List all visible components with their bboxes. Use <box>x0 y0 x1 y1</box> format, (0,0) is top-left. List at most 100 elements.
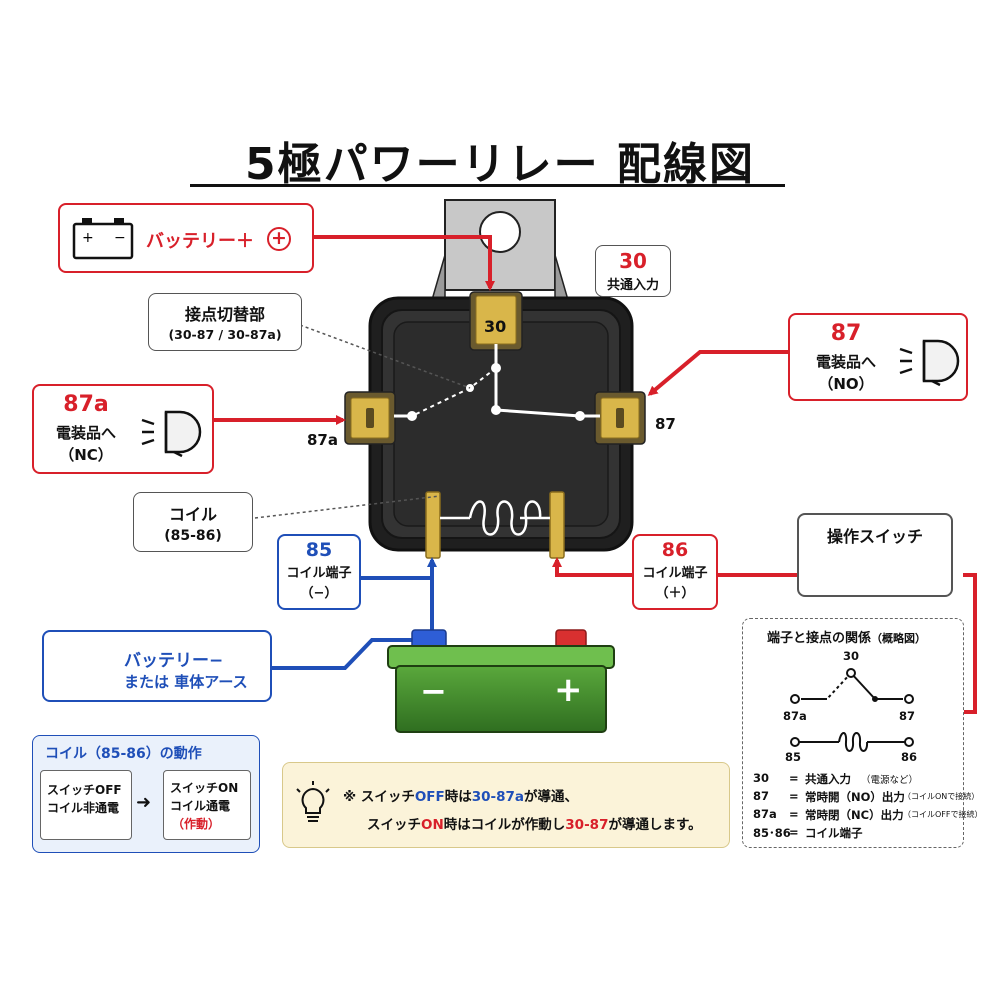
note-l1-off: OFF <box>414 789 445 805</box>
ground-line2: または 車体アース <box>124 673 248 691</box>
title-underline <box>190 184 785 187</box>
legend-rows: 30 = 共通入力 （電源など） 87 = 常時開（NO）出力 （コイルONで接… <box>753 771 983 843</box>
wire-85-ground <box>272 557 437 670</box>
note-l2-c: 時はコイルが作動し <box>443 817 566 833</box>
term30-box: 30 共通入力 <box>595 245 671 297</box>
term85-desc: コイル端子 <box>286 566 352 581</box>
pin87a-label: 87a <box>307 431 338 449</box>
relay-coil <box>440 500 550 536</box>
term87a-sub: （NC） <box>59 446 113 464</box>
term87a-box: 87a 電装品へ （NC） <box>32 384 214 474</box>
term85-sub: （−） <box>300 586 338 601</box>
contact-leader-line <box>299 324 471 389</box>
battery-plus-label: バッテリー＋ <box>146 231 254 252</box>
legend-eq: = <box>789 825 799 839</box>
legend-value: 常時開（NO）出力 <box>805 790 905 804</box>
legend-key: 87a <box>753 807 777 821</box>
plus-circle-icon: + <box>267 227 291 251</box>
legend-row: 87 = 常時開（NO）出力 （コイルONで接続） <box>753 789 979 807</box>
term30-desc: 共通入力 <box>606 278 659 293</box>
lamp-icon <box>141 410 202 458</box>
ground-line1: バッテリー− <box>124 651 224 671</box>
legend-value: 常時閉（NC）出力 <box>805 808 904 822</box>
term87-sub: （NO） <box>818 375 874 393</box>
legend-value: 共通入力 <box>805 772 851 786</box>
legend-title-main: 端子と接点の関係 <box>767 631 872 646</box>
term86-number: 86 <box>661 539 689 561</box>
page-title: 5極パワーリレー 配線図 <box>245 139 755 190</box>
note-l1-a: スイッチ <box>360 789 415 805</box>
note-l1-e: が導通、 <box>524 789 579 805</box>
contact-switch-box: 接点切替部 (30-87 / 30-87a) <box>148 293 302 351</box>
lamp-icon <box>899 339 960 387</box>
battery-graphic <box>387 629 615 733</box>
coil-off-line1: スイッチOFF <box>47 783 122 797</box>
wire-switch-right <box>958 573 977 714</box>
lightbulb-icon <box>296 781 330 822</box>
note-l1-c: 時は <box>444 789 472 805</box>
note-line-2: スイッチON時はコイルが作動し30-87が導通します。 <box>367 813 702 833</box>
svg-text:+: + <box>82 230 94 246</box>
term87a-desc: 電装品へ <box>55 424 116 442</box>
note-line-1: ※ スイッチOFF時は30-87aが導通、 <box>343 785 578 805</box>
legend-schematic <box>790 668 914 752</box>
coil-on-box: スイッチON コイル通電 （作動） <box>163 770 251 840</box>
term86-desc: コイル端子 <box>642 566 708 581</box>
coil-action-box: コイル（85-86）の動作 スイッチOFF コイル非通電 ➜ スイッチON コイ… <box>32 735 260 853</box>
wire-87 <box>647 350 790 396</box>
coil-leader-line <box>254 495 441 519</box>
pin30-label: 30 <box>484 317 507 336</box>
note-l2-term: 30-87 <box>565 817 609 833</box>
relay-mounting-tab <box>431 199 569 301</box>
coil-off-box: スイッチOFF コイル非通電 <box>40 770 132 840</box>
term87-desc: 電装品へ <box>815 353 876 371</box>
legend-eq: = <box>789 807 799 821</box>
switch-box: 操作スイッチ <box>797 513 953 597</box>
coil-box: コイル (85-86) <box>133 492 253 552</box>
relay-pins <box>344 291 646 559</box>
legend-box: 端子と接点の関係（概略図） 30 87a 87 85 86 <box>742 618 983 848</box>
legend-row: 85･86 = コイル端子 <box>753 825 963 843</box>
note-l2-a: スイッチ <box>367 817 421 833</box>
legend-row: 87a = 常時閉（NC）出力 （コイルOFFで接続） <box>753 807 983 825</box>
coil-on-line1: スイッチON <box>170 781 239 795</box>
coil-action-title: コイル（85-86）の動作 <box>45 746 202 762</box>
term85-number: 85 <box>305 539 333 561</box>
legend-note: （コイルONで接続） <box>903 792 980 801</box>
arrow-right-icon: ➜ <box>136 792 152 813</box>
svg-text:−: − <box>114 230 126 246</box>
term86-box: 86 コイル端子 （＋） <box>632 534 718 610</box>
coil-title: コイル <box>168 505 217 524</box>
term86-sub: （＋） <box>655 586 695 601</box>
note-l2-on: ON <box>421 817 444 833</box>
legend-key: 87 <box>753 789 770 803</box>
legend-label-87a: 87a <box>783 709 807 723</box>
legend-label-87: 87 <box>899 709 916 723</box>
note-box: ※ スイッチOFF時は30-87aが導通、 スイッチON時はコイルが作動し30-… <box>282 762 730 848</box>
note-l2-e: が導通します。 <box>608 817 702 833</box>
note-l1-term: 30-87a <box>471 789 525 805</box>
legend-label-30: 30 <box>843 649 860 663</box>
legend-label-86: 86 <box>901 750 918 764</box>
legend-key: 30 <box>753 771 770 785</box>
switch-title: 操作スイッチ <box>826 527 923 546</box>
coil-off-line2: コイル非通電 <box>47 801 120 815</box>
contact-switch-title: 接点切替部 <box>184 305 265 324</box>
legend-eq: = <box>789 771 799 785</box>
coil-sub: (85-86) <box>164 528 222 544</box>
term87a-number: 87a <box>63 392 109 417</box>
legend-label-85: 85 <box>785 750 802 764</box>
contact-switch-sub: (30-87 / 30-87a) <box>168 327 282 342</box>
legend-key: 85･86 <box>753 826 791 840</box>
coil-on-line2: コイル通電 <box>170 799 231 813</box>
legend-note: （コイルOFFで接続） <box>903 810 983 819</box>
term87-box: 87 電装品へ （NO） <box>788 313 968 401</box>
wire-86 <box>552 557 632 577</box>
term85-box: 85 コイル端子 （−） <box>277 534 361 610</box>
battery-icon: + − <box>72 218 134 260</box>
battery-plus-box: + − バッテリー＋ + <box>58 203 314 273</box>
note-mark: ※ <box>343 789 357 805</box>
pin87-label: 87 <box>655 415 676 433</box>
term30-number: 30 <box>619 249 647 273</box>
